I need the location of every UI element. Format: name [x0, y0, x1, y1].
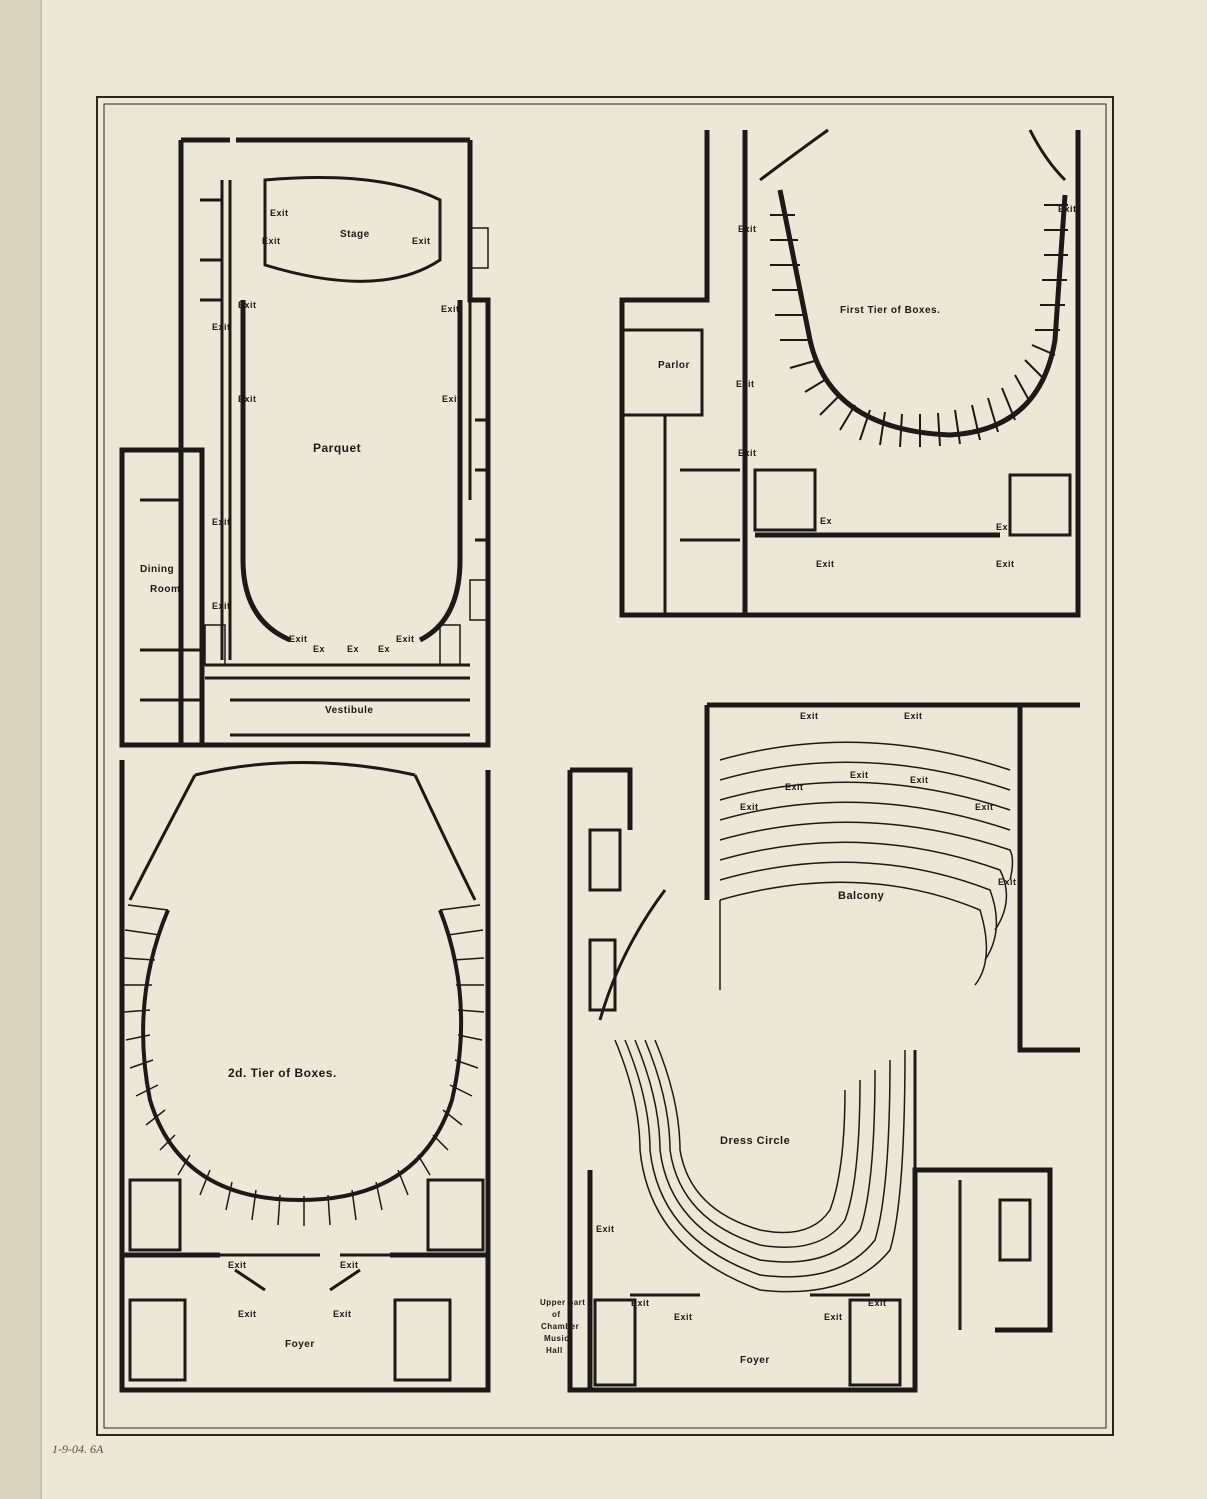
exit-label: Exit — [975, 802, 994, 812]
exit-label: Exit — [212, 322, 231, 332]
dining-label-word: Dining — [140, 564, 174, 575]
margin-note: 1-9-04. 6A — [52, 1442, 104, 1456]
exit-label: Exit — [596, 1224, 615, 1234]
chamber-music-hall-label: Upper part of Chamber Music Hall — [540, 1298, 585, 1355]
second-tier-exit-labels: Exit Exit Exit Exit — [228, 1260, 359, 1319]
parquet-plan: Stage Parquet Vestibule Dining Room Exit… — [119, 137, 491, 748]
first-tier-label: First Tier of Boxes. — [840, 305, 940, 316]
exit-label: Exit — [816, 559, 835, 569]
balcony-seating-rows — [719, 741, 1014, 990]
exit-label: Exit — [910, 775, 929, 785]
exit-label: Exit — [238, 394, 257, 404]
ex-label: Ex — [313, 644, 325, 654]
exit-label: Exit — [212, 601, 231, 611]
dress-circle-seating-rows — [614, 1039, 906, 1293]
exit-label: Exit — [412, 236, 431, 246]
first-tier-exit-labels: Exit Exit Exit Exit Exit Exit Ex Ex — [736, 204, 1077, 569]
second-tier-plan: 2d. Tier of Boxes. Foyer Exit Exit Exit … — [119, 760, 491, 1393]
exit-label: Exit — [228, 1260, 247, 1270]
exit-label: Exit — [631, 1298, 650, 1308]
exit-label: Exit — [738, 224, 757, 234]
dress-circle-label: Dress Circle — [720, 1135, 790, 1147]
exit-label: Exit — [738, 448, 757, 458]
balcony-exit-labels: Exit Exit Exit Exit Exit Exit Exit Exit … — [596, 711, 1017, 1322]
stage-label: Stage — [340, 229, 370, 240]
exit-label: Exit — [1058, 204, 1077, 214]
exit-label: Exit — [785, 782, 804, 792]
chamber-hall-line-1: Upper part — [540, 1298, 585, 1307]
chamber-hall-line-4: Music — [544, 1334, 569, 1343]
parlor-label: Parlor — [658, 360, 690, 371]
room-label-word: Room — [150, 584, 180, 595]
vestibule-label: Vestibule — [325, 705, 373, 716]
second-tier-box-partitions — [123, 904, 485, 1226]
chamber-hall-line-3: Chamber — [541, 1322, 579, 1331]
first-tier-plan: First Tier of Boxes. Parlor Exit Exit Ex… — [619, 128, 1081, 618]
parquet-label: Parquet — [313, 441, 361, 455]
dining-room-label: Dining Room — [140, 564, 180, 595]
exit-label: Exit — [238, 1309, 257, 1319]
exit-label: Exit — [262, 236, 281, 246]
chamber-hall-line-5: Hall — [546, 1346, 563, 1355]
exit-label: Exit — [396, 634, 415, 644]
foyer-label: Foyer — [285, 1339, 315, 1350]
exit-label: Exit — [800, 711, 819, 721]
parquet-exit-labels: Exit Exit Exit Exit Exit Exit Exit Exit … — [212, 208, 461, 654]
exit-label: Exit — [740, 802, 759, 812]
exit-label: Exit — [674, 1312, 693, 1322]
exit-label: Exit — [212, 517, 231, 527]
exit-label: Exit — [238, 300, 257, 310]
foyer-label: Foyer — [740, 1355, 770, 1366]
exit-label: Exit — [270, 208, 289, 218]
ex-label: Ex — [996, 522, 1008, 532]
exit-label: Exit — [442, 394, 461, 404]
ex-label: Ex — [378, 644, 390, 654]
ex-label: Ex — [820, 516, 832, 526]
exit-label: Exit — [868, 1298, 887, 1308]
exit-label: Exit — [340, 1260, 359, 1270]
balcony-label: Balcony — [838, 890, 885, 902]
second-tier-label: 2d. Tier of Boxes. — [228, 1066, 337, 1080]
ex-label: Ex — [347, 644, 359, 654]
exit-label: Exit — [736, 379, 755, 389]
exit-label: Exit — [996, 559, 1015, 569]
exit-label: Exit — [441, 304, 460, 314]
exit-label: Exit — [824, 1312, 843, 1322]
exit-label: Exit — [904, 711, 923, 721]
exit-label: Exit — [998, 877, 1017, 887]
first-tier-box-partitions — [770, 204, 1068, 448]
chamber-hall-line-2: of — [552, 1310, 561, 1319]
exit-label: Exit — [333, 1309, 352, 1319]
page-border — [96, 96, 1114, 1436]
exit-label: Exit — [850, 770, 869, 780]
exit-label: Exit — [289, 634, 308, 644]
balcony-plan: Balcony Dress Circle Foyer Upper part of… — [540, 702, 1080, 1393]
book-spine — [0, 0, 42, 1499]
